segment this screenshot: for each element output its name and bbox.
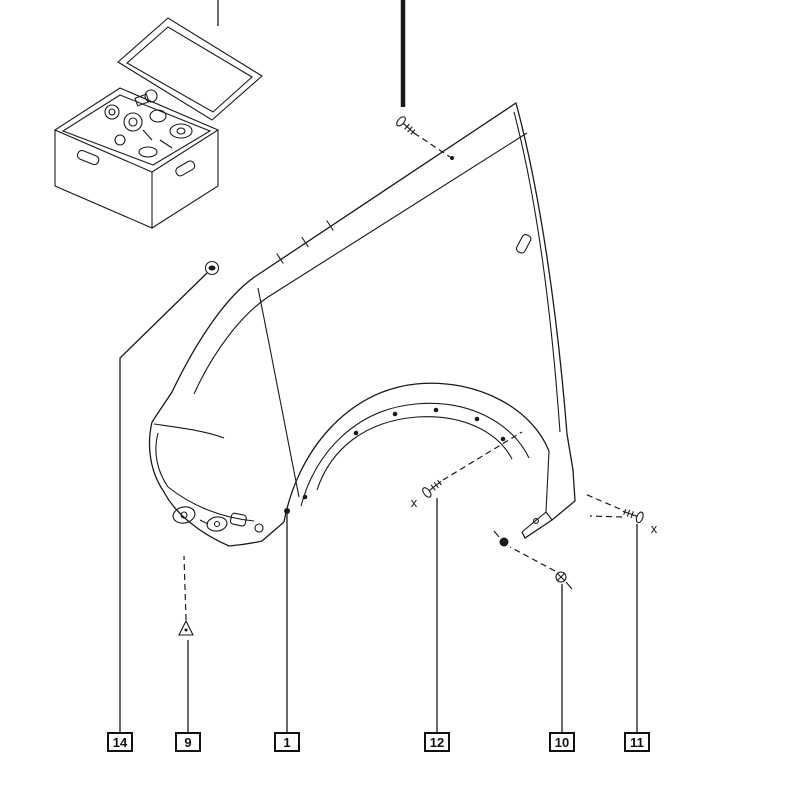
- box-front-face: [54, 130, 153, 229]
- screw-icon-12: [422, 479, 442, 498]
- panel-divider-line: [257, 287, 300, 498]
- box-lid: [117, 17, 263, 121]
- callout-box-11[interactable]: 11: [624, 732, 650, 752]
- x-mark-11: x: [651, 521, 658, 536]
- dashed-leader-11b: [589, 515, 623, 518]
- box-lid-inner-line: [126, 26, 253, 113]
- rear-inner-line: [513, 111, 561, 433]
- fastener-icons: [178, 116, 644, 636]
- dashed-leader-11a: [584, 493, 621, 510]
- arch-fastener-holes: [302, 407, 506, 500]
- nut-icon-14: [204, 260, 220, 276]
- fender-front-edge: [148, 421, 285, 547]
- leader-line-14: [119, 272, 208, 732]
- screw-icon-11: [622, 508, 644, 524]
- wheel-arch-outer: [283, 382, 550, 523]
- fender-outline: [151, 101, 576, 539]
- rivet-icon-10: [555, 571, 573, 590]
- callout-box-12[interactable]: 12: [424, 732, 450, 752]
- box-contents-hardware: [104, 89, 193, 158]
- box-rim-inner-line: [61, 94, 212, 166]
- callout-box-10[interactable]: 10: [549, 732, 575, 752]
- leader-lines: [119, 132, 638, 732]
- screw-icon-top: [396, 116, 416, 135]
- body-crease-line: [193, 132, 528, 395]
- push-clip-icon-10: [493, 530, 509, 547]
- dashed-leader-10: [509, 546, 556, 572]
- wheel-arch-flange: [316, 416, 513, 491]
- dashed-leader-9: [183, 555, 187, 621]
- hardware-box: [53, 17, 263, 229]
- callout-box-1[interactable]: 1: [274, 732, 300, 752]
- fender-mount-dot: [284, 508, 290, 514]
- rear-bracket: [521, 450, 553, 533]
- dashed-leader-12: [442, 431, 523, 481]
- box-right-face: [151, 130, 219, 229]
- box-handle-slot-side: [175, 160, 196, 177]
- callout-box-14[interactable]: 14: [107, 732, 133, 752]
- wheel-arch-inner: [300, 402, 530, 507]
- dashed-leader-top-screw: [413, 132, 451, 158]
- vent-slot: [515, 233, 532, 254]
- fender: [148, 101, 576, 547]
- clip-icon-9: [178, 619, 194, 636]
- top-mount-dot: [450, 156, 454, 160]
- x-mark-12: x: [411, 495, 418, 510]
- callout-box-9[interactable]: 9: [175, 732, 201, 752]
- edge-tick-marks: [276, 220, 334, 264]
- headlamp-bracket-detail: [153, 423, 264, 533]
- box-handle-slot-front: [76, 149, 100, 166]
